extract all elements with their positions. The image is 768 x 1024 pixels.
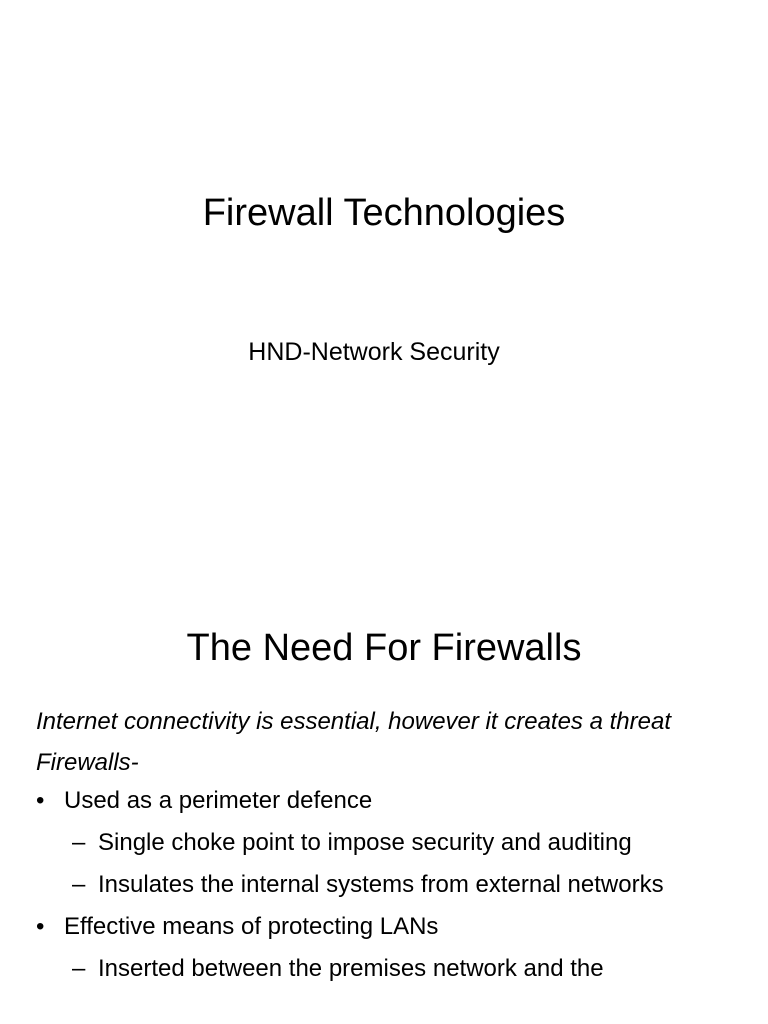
bullet-item: • Effective means of protecting LANs	[36, 911, 756, 943]
slide-body: Internet connectivity is essential, howe…	[36, 704, 756, 995]
bullet-icon: •	[36, 787, 45, 814]
sub-bullet-item: – Inserted between the premises network …	[36, 953, 756, 985]
sub-bullet-item: – Insulates the internal systems from ex…	[36, 869, 756, 901]
bullet-text: Used as a perimeter defence	[64, 787, 373, 814]
slide-title: Firewall Technologies HND-Network Securi…	[202, 192, 566, 366]
slide-subtitle: HND-Network Security	[248, 338, 500, 366]
dash-icon: –	[72, 871, 86, 898]
sub-bullet-text: Inserted between the premises network an…	[98, 955, 604, 982]
sub-bullet-text: Insulates the internal systems from exte…	[98, 871, 664, 898]
dash-icon: –	[72, 955, 86, 982]
slide-need-for-firewalls: The Need For Firewalls Internet connecti…	[0, 576, 768, 1024]
dash-icon: –	[72, 829, 86, 856]
bullet-item: • Used as a perimeter defence	[36, 785, 756, 817]
sub-bullet-item: – Single choke point to impose security …	[36, 827, 756, 859]
bullet-icon: •	[36, 913, 45, 940]
slide-title-heading: Firewall Technologies	[202, 192, 566, 234]
bullet-text: Effective means of protecting LANs	[64, 913, 439, 940]
firewalls-label: Firewalls-	[36, 749, 139, 776]
slide-heading: The Need For Firewalls	[186, 627, 582, 669]
sub-bullet-text: Single choke point to impose security an…	[98, 829, 632, 856]
intro-text: Internet connectivity is essential, howe…	[36, 708, 671, 735]
